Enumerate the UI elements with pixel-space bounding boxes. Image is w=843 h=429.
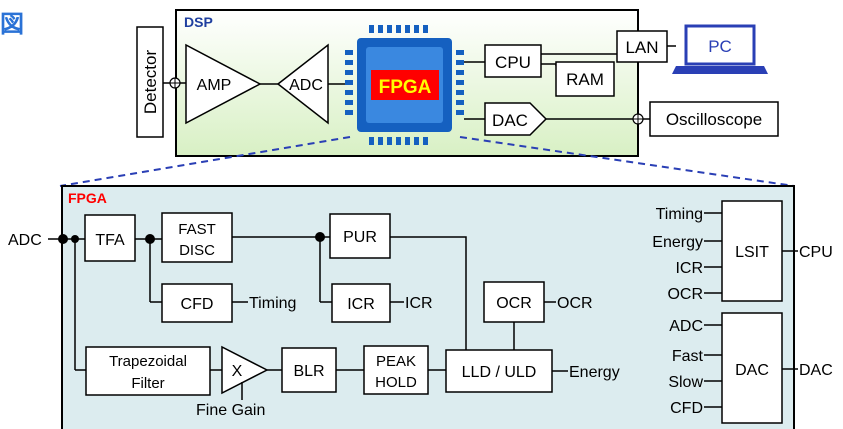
oscilloscope-label: Oscilloscope — [666, 110, 762, 129]
fpga-detail-title: FPGA — [68, 190, 107, 206]
cpu-box — [484, 44, 542, 78]
cfd-label: CFD — [181, 296, 214, 313]
lsit-output-label: CPU — [799, 244, 833, 261]
pur-box — [329, 213, 391, 259]
detector-label: Detector — [141, 50, 160, 115]
corner-mark: 図 — [0, 11, 24, 38]
ram-label: RAM — [566, 70, 604, 89]
fine-gain-multiplier — [221, 345, 269, 395]
amp-triangle — [185, 43, 262, 125]
peak-hold-label-2: HOLD — [375, 374, 417, 391]
lld-uld-label: LLD / ULD — [462, 364, 537, 381]
dac-input-cfd: CFD — [670, 400, 703, 417]
detector-box — [136, 26, 164, 138]
adc-label: ADC — [289, 77, 323, 94]
peak-hold-label-1: PEAK — [376, 353, 416, 370]
lsit-input-icr: ICR — [675, 260, 703, 277]
dsp-dac-block — [484, 102, 548, 136]
ocr-output-label: OCR — [557, 295, 593, 312]
zoom-line-left — [59, 136, 351, 187]
pc-label: PC — [708, 37, 732, 56]
lsit-box — [721, 200, 783, 302]
adc-input-node — [58, 234, 68, 244]
fpga-dac-box — [721, 312, 783, 424]
lsit-label: LSIT — [735, 244, 769, 261]
pur-label: PUR — [343, 229, 377, 246]
timing-output-label: Timing — [249, 295, 296, 312]
dsp-dac-label: DAC — [492, 111, 528, 130]
trapezoidal-label-2: Filter — [131, 375, 164, 392]
lsit-input-energy: Energy — [652, 234, 703, 251]
adc-input-label: ADC — [8, 232, 42, 249]
lsit-input-ocr: OCR — [667, 286, 703, 303]
fpga-chip-label: FPGA — [379, 77, 432, 98]
fast-disc-label-1: FAST — [178, 221, 216, 238]
fast-disc-box — [161, 212, 233, 263]
amp-label: AMP — [197, 77, 232, 94]
icr-box — [331, 283, 391, 323]
dsp-title: DSP — [184, 14, 213, 30]
dac-input-slow: Slow — [668, 374, 703, 391]
energy-output-label: Energy — [569, 364, 620, 381]
fpga-chip — [345, 25, 464, 145]
fine-gain-label: Fine Gain — [196, 402, 265, 419]
dac-input-adc: ADC — [669, 318, 703, 335]
blr-box — [281, 347, 337, 393]
icr-output-label: ICR — [405, 295, 433, 312]
lan-label: LAN — [625, 38, 658, 57]
dac-input-fast: Fast — [672, 348, 704, 365]
peak-hold-box — [363, 345, 429, 395]
lsit-input-timing: Timing — [656, 206, 703, 223]
zoom-line-right — [459, 136, 795, 187]
tfa-box — [84, 214, 136, 262]
pc-laptop-icon — [672, 24, 768, 74]
multiplier-label: X — [232, 363, 243, 380]
tfa-label: TFA — [95, 232, 125, 249]
fpga-dac-output-label: DAC — [799, 362, 833, 379]
blr-label: BLR — [293, 363, 324, 380]
fast-disc-label-2: DISC — [179, 242, 215, 259]
ocr-box-label: OCR — [496, 295, 532, 312]
icr-box-label: ICR — [347, 296, 375, 313]
ram-box — [555, 61, 615, 97]
cpu-label: CPU — [495, 53, 531, 72]
cfd-box — [161, 283, 233, 323]
oscilloscope-box — [649, 101, 779, 137]
trapezoidal-filter-box — [85, 346, 211, 396]
fpga-dac-label: DAC — [735, 362, 769, 379]
trapezoidal-label-1: Trapezoidal — [109, 353, 187, 370]
